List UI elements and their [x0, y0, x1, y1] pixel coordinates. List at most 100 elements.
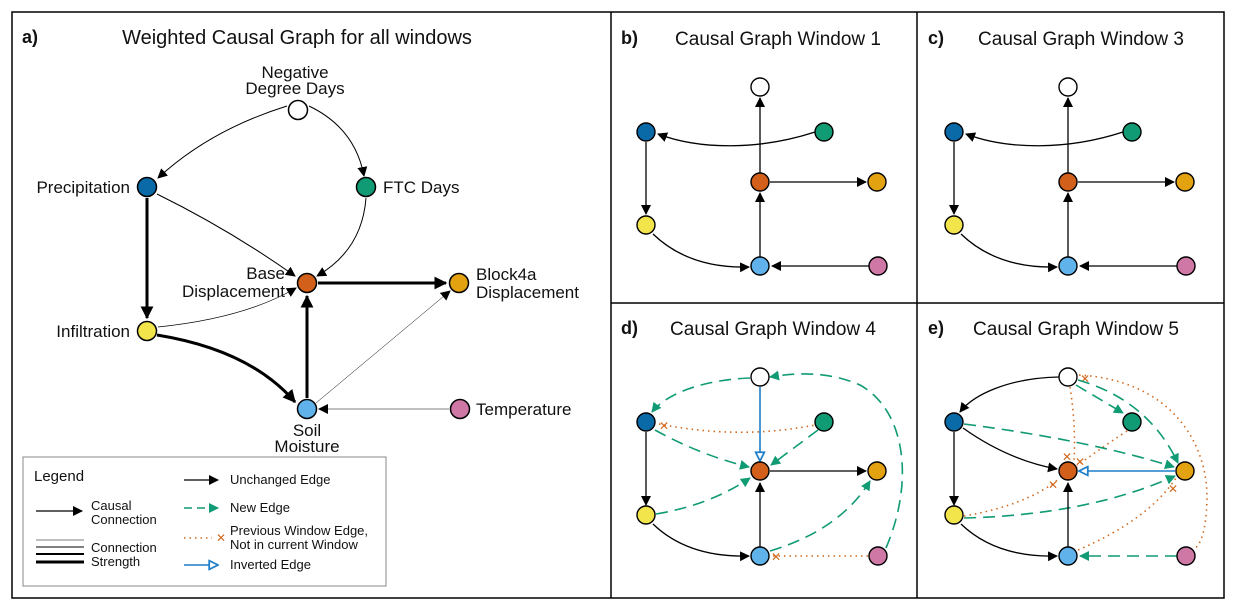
- e-edge-removed-ftc-days-to-base-displacement: [1076, 430, 1128, 467]
- legend-unchanged-edge: Unchanged Edge: [230, 472, 330, 487]
- e-edge-new-negative-degree-days-to-ftc-days: [1075, 384, 1124, 414]
- d-edge-new-infiltration-to-base-displacement: [655, 477, 751, 515]
- c-edge-ftc-days-to-precipitation: [965, 131, 1124, 147]
- d-node-ftc-days: [814, 412, 834, 432]
- b-node-negative-degree-days: [750, 77, 770, 97]
- legend-causal-connection-line2: Connection: [91, 512, 157, 527]
- legend-connection-strength-line2: Strength: [91, 554, 140, 569]
- b-node-precipitation: [636, 122, 656, 142]
- d-node-negative-degree-days: [750, 367, 770, 387]
- label-base-displacement-line2: Displacement: [182, 282, 285, 301]
- label-block4a-displacement-line2: Displacement: [476, 283, 579, 302]
- label-base-displacement-line1: Base: [246, 264, 285, 283]
- d-node-precipitation: [636, 412, 656, 432]
- panel-c: c) Causal Graph Window 3: [928, 28, 1196, 276]
- c-node-block4a-displacement: [1175, 172, 1195, 192]
- edge-precipitation-to-base-displacement: [156, 193, 296, 277]
- node-precipitation: [136, 176, 158, 198]
- node-base-displacement: [296, 272, 318, 294]
- node-temperature: [449, 398, 471, 420]
- node-soil-moisture: [296, 398, 318, 420]
- e-edge-precipitation-to-base-displacement: [962, 427, 1058, 473]
- c-edge-infiltration-to-soil-moisture: [960, 233, 1058, 273]
- label-infiltration: Infiltration: [56, 322, 130, 341]
- legend-new-edge: New Edge: [230, 500, 290, 515]
- edge-soil-moisture-to-block4a-displacement: [315, 290, 451, 404]
- e-edge-negative-degree-days-to-precipitation: [959, 376, 1060, 413]
- e-edge-new-precipitation-to-block4a-displacement: [963, 423, 1175, 470]
- c-node-infiltration: [944, 215, 964, 235]
- e-node-block4a-displacement: [1175, 461, 1195, 481]
- node-block4a-displacement: [448, 272, 470, 294]
- edge-ftc-days-to-base-displacement: [316, 197, 367, 277]
- panel-c-letter: c): [928, 28, 944, 48]
- legend-causal-connection-line1: Causal: [91, 498, 132, 513]
- e-node-negative-degree-days: [1058, 367, 1078, 387]
- edge-negative-degree-days-to-precipitation: [157, 105, 288, 179]
- label-ftc-days: FTC Days: [383, 178, 460, 197]
- label-soil-moisture-line1: Soil: [293, 421, 321, 440]
- panel-d-title: Causal Graph Window 4: [670, 319, 876, 340]
- panel-c-graph: [944, 77, 1196, 276]
- d-edge-new-precipitation-to-base-displacement: [654, 429, 750, 470]
- panel-a-title: Weighted Causal Graph for all windows: [122, 27, 472, 49]
- label-block4a-displacement-line1: Block4a: [476, 265, 537, 284]
- b-node-block4a-displacement: [867, 172, 887, 192]
- node-ftc-days: [355, 176, 377, 198]
- legend-inverted-edge: Inverted Edge: [230, 557, 311, 572]
- c-node-precipitation: [944, 122, 964, 142]
- panel-e-title: Causal Graph Window 5: [973, 319, 1179, 340]
- d-edge-new-temperature-to-negative-degree-days: [769, 370, 904, 549]
- legend-previous-window-edge-line2: Not in current Window: [230, 537, 358, 552]
- label-negative-degree-days-line2: Degree Days: [245, 79, 344, 98]
- c-node-base-displacement: [1058, 172, 1078, 192]
- d-edge-infiltration-to-soil-moisture: [652, 523, 750, 562]
- c-node-ftc-days: [1122, 122, 1142, 142]
- c-node-temperature: [1176, 256, 1196, 276]
- legend-previous-window-edge-line1: Previous Window Edge,: [230, 523, 368, 538]
- d-node-infiltration: [636, 505, 656, 525]
- b-node-temperature: [868, 256, 888, 276]
- panel-b-graph: [636, 77, 888, 276]
- d-node-base-displacement: [750, 461, 770, 481]
- node-infiltration: [136, 320, 158, 342]
- panel-b-title: Causal Graph Window 1: [675, 29, 881, 50]
- e-removed-x-mark-2: ✕: [1062, 450, 1072, 464]
- panel-b-letter: b): [621, 28, 638, 48]
- label-precipitation: Precipitation: [36, 178, 130, 197]
- e-edge-new-infiltration-to-block4a-displacement: [963, 475, 1176, 519]
- label-soil-moisture-line2: Moisture: [274, 437, 339, 456]
- d-node-temperature: [868, 546, 888, 566]
- panel-b: b) Causal Graph Window 1: [621, 28, 888, 276]
- e-node-precipitation: [944, 412, 964, 432]
- legend-title: Legend: [34, 468, 84, 485]
- d-node-block4a-displacement: [867, 461, 887, 481]
- d-edge-removed-ftc-days-to-precipitation: [658, 423, 816, 434]
- panel-e-letter: e): [928, 318, 944, 338]
- figure-frame: [11, 11, 1225, 599]
- c-node-negative-degree-days: [1058, 77, 1078, 97]
- panel-d-graph: ✕ ✕: [636, 367, 904, 566]
- legend: Legend Causal Connection Connection Stre…: [22, 456, 387, 587]
- e-node-base-displacement: [1058, 461, 1078, 481]
- b-node-soil-moisture: [750, 256, 770, 276]
- legend-connection-strength-line1: Connection: [91, 540, 157, 555]
- e-node-infiltration: [944, 505, 964, 525]
- b-node-ftc-days: [814, 122, 834, 142]
- e-edge-new-negative-degree-days-to-block4a-displacement: [1077, 379, 1179, 464]
- b-node-base-displacement: [750, 172, 770, 192]
- panel-d: d) Causal Graph Window 4 ✕ ✕: [621, 318, 904, 566]
- b-edge-ftc-days-to-precipitation: [657, 131, 816, 147]
- node-negative-degree-days: [287, 99, 309, 121]
- c-node-soil-moisture: [1058, 256, 1078, 276]
- d-removed-x-mark-soil-moisture: ✕: [771, 550, 781, 564]
- panel-a-letter: a): [22, 27, 38, 47]
- panel-c-title: Causal Graph Window 3: [978, 29, 1184, 50]
- e-node-temperature: [1176, 546, 1196, 566]
- legend-previous-edge-x-mark: ✕: [216, 531, 226, 545]
- panel-e-graph: ✕ ✕ ✕ ✕ ✕: [944, 367, 1208, 566]
- e-edge-removed-infiltration-to-base-displacement: [963, 477, 1061, 517]
- b-node-infiltration: [636, 215, 656, 235]
- e-edge-removed-temperature-to-negative-degree-days: [1078, 374, 1208, 550]
